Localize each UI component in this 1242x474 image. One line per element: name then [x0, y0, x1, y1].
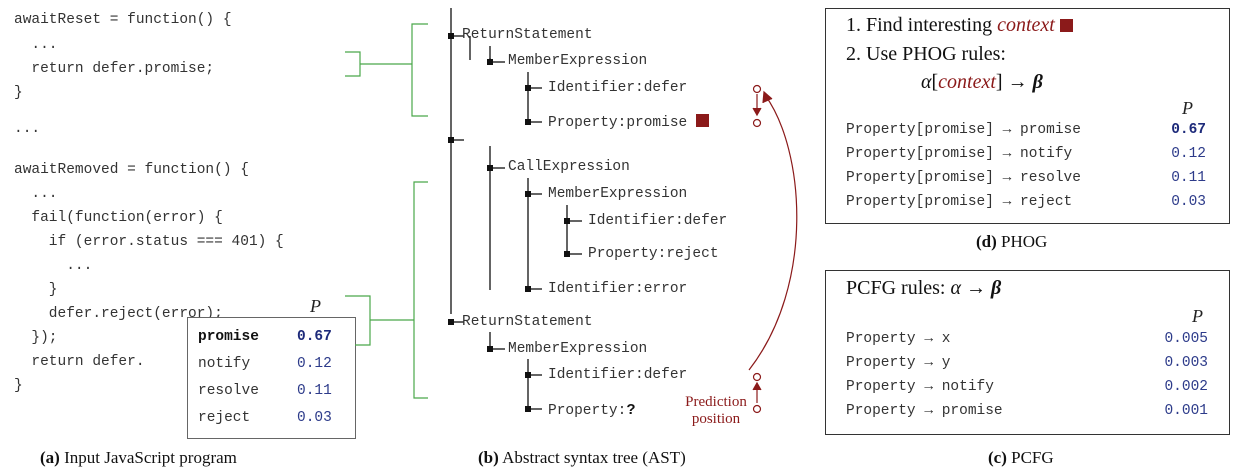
pcfg-p-header: P	[1192, 306, 1203, 326]
phog-rule-prob: 0.67	[1171, 122, 1206, 138]
code-line: if (error.status === 401) {	[14, 234, 284, 250]
ast-node-dot	[525, 406, 531, 412]
pcfg-box: PCFG rules: α → β P Property → x 0.005 P…	[825, 270, 1230, 435]
suggestion-p-header: P	[310, 296, 321, 316]
code-line: defer.reject(error);	[14, 306, 223, 322]
suggestion-word: reject	[198, 410, 251, 426]
pcfg-rule-prob: 0.003	[1164, 355, 1208, 371]
ast-node-dot	[448, 137, 454, 143]
code-line: return defer.promise;	[14, 61, 215, 77]
phog-rule: Property[promise] → promise	[846, 122, 1081, 138]
ast-node-dot	[448, 319, 454, 325]
suggestion-prob: 0.03	[297, 410, 332, 426]
ast-node: ReturnStatement	[462, 27, 593, 43]
ast-node: Property:promise	[548, 114, 709, 131]
ast-node-dot	[525, 85, 531, 91]
ast-node: Property:?	[548, 401, 636, 419]
pcfg-rule: Property → notify	[846, 379, 994, 395]
ast-node: MemberExpression	[508, 341, 648, 357]
code-line: ...	[14, 186, 58, 202]
phog-rule-prob: 0.03	[1171, 194, 1206, 210]
pcfg-rule: Property → promise	[846, 403, 1003, 419]
phog-formula: α[context] → β	[921, 71, 1043, 93]
phog-p-header: P	[1182, 98, 1193, 118]
code-line: ...	[14, 258, 93, 274]
context-square	[1059, 19, 1073, 32]
code-line: }	[14, 282, 58, 298]
pcfg-rule-prob: 0.005	[1164, 331, 1208, 347]
suggestion-word: promise	[198, 329, 259, 345]
code-ast-brackets	[345, 23, 428, 399]
ast-node: Identifier:defer	[588, 213, 728, 229]
caption-a: (a) Input JavaScript program	[40, 448, 237, 467]
pcfg-rule: Property → y	[846, 355, 951, 371]
code-line: }	[14, 85, 23, 101]
phog-step-2: 2. Use PHOG rules:	[846, 43, 1006, 65]
code-line: return defer.	[14, 354, 145, 370]
suggestion-word: notify	[198, 356, 251, 372]
phog-rule-prob: 0.12	[1171, 146, 1206, 162]
suggestion-prob: 0.67	[297, 329, 332, 345]
ast-node: MemberExpression	[508, 53, 648, 69]
ast-node-dot	[487, 165, 493, 171]
prediction-position-label: Prediction position	[685, 394, 747, 427]
ast-node-dot	[487, 59, 493, 65]
caption-c: (c) PCFG	[988, 448, 1054, 467]
ast-node: Property:reject	[588, 246, 719, 262]
ast-node: Identifier:error	[548, 281, 688, 297]
phog-box: 1. Find interesting context 2. Use PHOG …	[825, 8, 1230, 224]
suggestion-prob: 0.12	[297, 356, 332, 372]
ast-node-dot	[564, 251, 570, 257]
phog-step-1: 1. Find interesting context	[846, 14, 1073, 37]
ast-node-dot	[525, 372, 531, 378]
code-line: awaitReset = function() {	[14, 12, 232, 28]
caption-b: (b) Abstract syntax tree (AST)	[478, 448, 686, 467]
pcfg-title: PCFG rules: α → β	[846, 277, 1002, 299]
suggestion-word: resolve	[198, 383, 259, 399]
ast-node: ReturnStatement	[462, 314, 593, 330]
ast-node-dot	[525, 119, 531, 125]
pcfg-rule: Property → x	[846, 331, 951, 347]
context-markers	[748, 84, 798, 414]
ast-node: CallExpression	[508, 159, 630, 175]
code-line: fail(function(error) {	[14, 210, 223, 226]
pcfg-rule-prob: 0.002	[1164, 379, 1208, 395]
pcfg-rule-prob: 0.001	[1164, 403, 1208, 419]
ast-node-dot	[564, 218, 570, 224]
phog-rule-prob: 0.11	[1171, 170, 1206, 186]
ast-node: MemberExpression	[548, 186, 688, 202]
context-square	[695, 114, 709, 127]
ast-node-dot	[525, 191, 531, 197]
caption-d: (d) PHOG	[976, 232, 1048, 251]
phog-rule: Property[promise] → resolve	[846, 170, 1081, 186]
suggestion-prob: 0.11	[297, 383, 332, 399]
code-line: awaitRemoved = function() {	[14, 162, 249, 178]
suggestion-popup: promise 0.67 notify 0.12 resolve 0.11 re…	[187, 317, 356, 439]
code-line: ...	[14, 37, 58, 53]
ast-node: Identifier:defer	[548, 80, 688, 96]
ast-node-dot	[487, 346, 493, 352]
code-line: }	[14, 378, 23, 394]
code-line: });	[14, 330, 58, 346]
code-line: ...	[14, 121, 41, 137]
ast-node-dot	[448, 33, 454, 39]
phog-rule: Property[promise] → notify	[846, 146, 1073, 162]
ast-node: Identifier:defer	[548, 367, 688, 383]
phog-rule: Property[promise] → reject	[846, 194, 1073, 210]
ast-node-dot	[525, 286, 531, 292]
